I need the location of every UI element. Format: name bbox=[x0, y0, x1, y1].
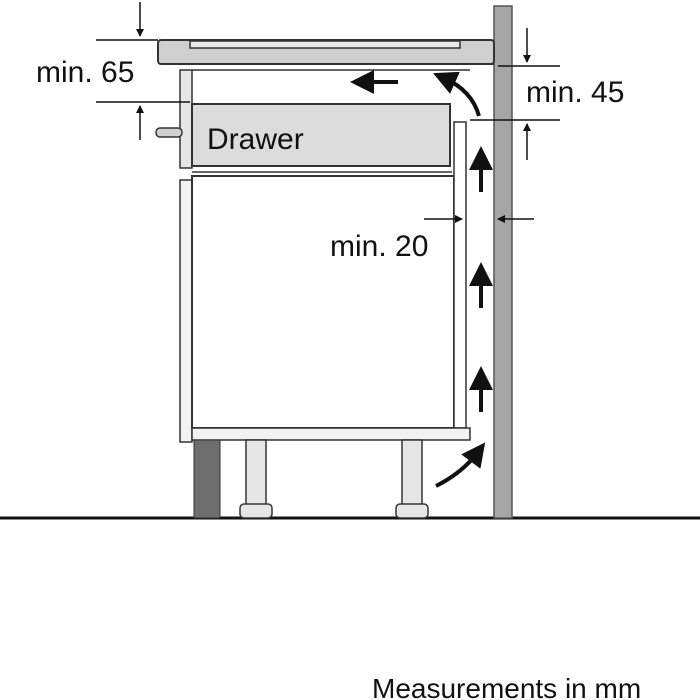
curved-arrow-icon bbox=[435, 442, 486, 488]
wall bbox=[493, 5, 513, 519]
leg-right bbox=[401, 439, 423, 507]
measurements-note: Measurements in mm bbox=[372, 673, 641, 700]
drawer-label: Drawer bbox=[207, 123, 304, 156]
leg-left-foot bbox=[239, 503, 273, 519]
leg-right-foot bbox=[395, 503, 429, 519]
airflow-arrows bbox=[350, 70, 493, 488]
dim-45-label: min. 45 bbox=[526, 76, 624, 109]
dim-20-label: min. 20 bbox=[330, 230, 428, 263]
plinth-panel bbox=[193, 439, 221, 519]
dim-65-label: min. 65 bbox=[36, 56, 134, 89]
dim-45 bbox=[470, 28, 560, 160]
drawer-handle bbox=[155, 127, 183, 138]
cabinet-body bbox=[191, 175, 455, 429]
cabinet-rear-panel bbox=[453, 121, 467, 429]
cabinet-base bbox=[191, 427, 471, 441]
cabinet-front-lower bbox=[179, 179, 193, 443]
drawer bbox=[191, 103, 451, 167]
hob-glass bbox=[189, 40, 461, 49]
cabinet-front-upper bbox=[179, 69, 193, 169]
leg-left bbox=[245, 439, 267, 507]
dim-65 bbox=[96, 2, 190, 140]
curved-arrow-icon bbox=[433, 71, 481, 117]
